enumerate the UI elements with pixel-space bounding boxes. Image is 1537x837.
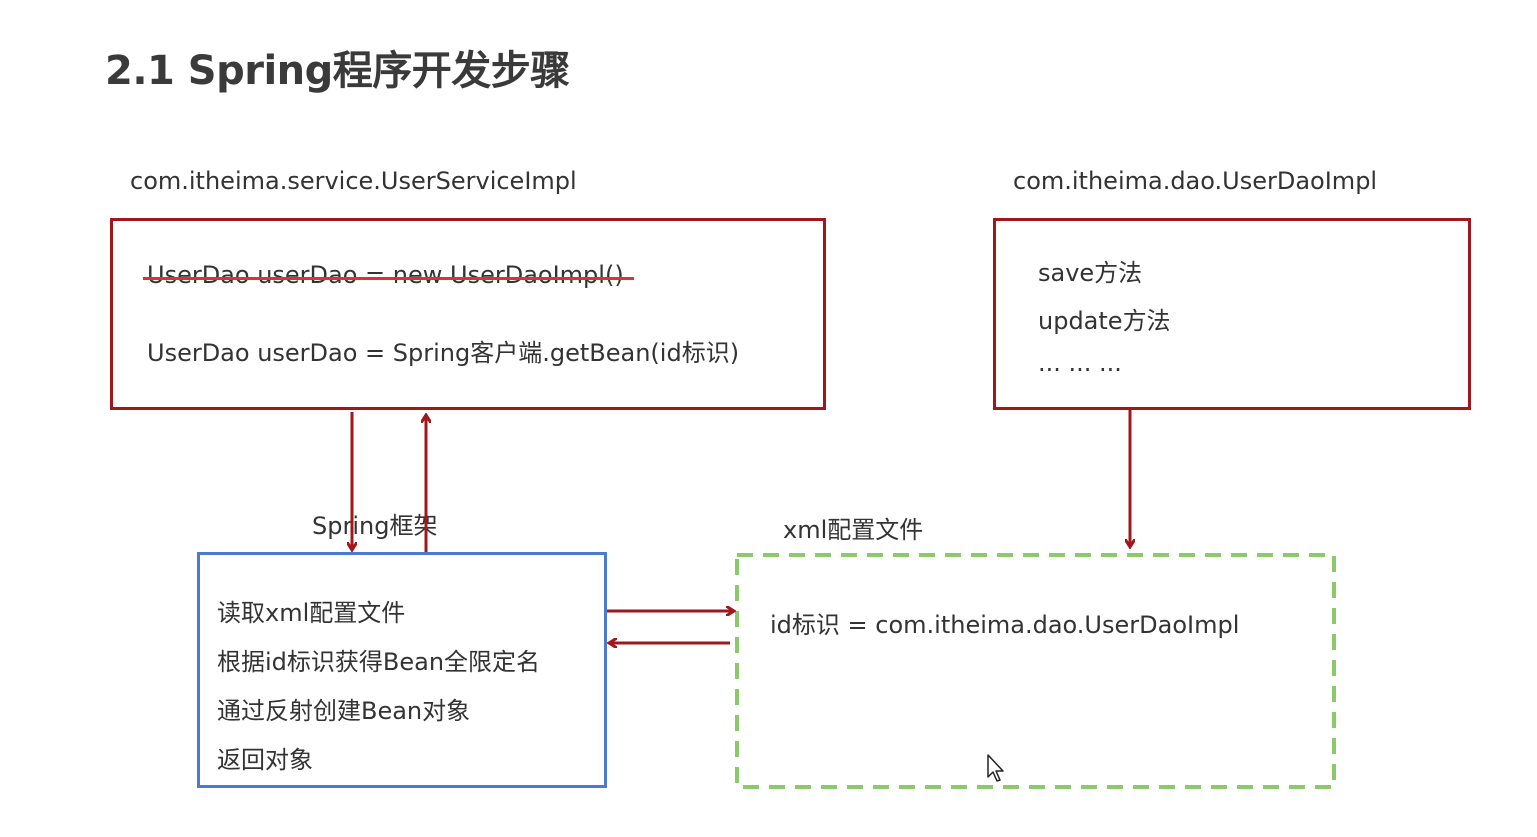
page-title: 2.1 Spring程序开发步骤	[105, 48, 570, 94]
xml-config-content: id标识 = com.itheima.dao.UserDaoImpl	[770, 611, 1240, 639]
spring-step-line: 通过反射创建Bean对象	[217, 697, 471, 725]
xml-config-box	[735, 553, 1336, 789]
xml-config-label: xml配置文件	[783, 516, 924, 544]
dao-class-label: com.itheima.dao.UserDaoImpl	[1013, 167, 1378, 195]
service-class-box: UserDao userDao = new UserDaoImpl() User…	[110, 218, 826, 410]
spring-step-line: 返回对象	[217, 746, 313, 774]
dao-method-line: ... ... ...	[1038, 349, 1122, 377]
spring-framework-label: Spring框架	[312, 512, 438, 540]
new-code-line: UserDao userDao = Spring客户端.getBean(id标识…	[147, 339, 740, 367]
spring-step-line: 读取xml配置文件	[217, 599, 406, 627]
spring-step-line: 根据id标识获得Bean全限定名	[217, 648, 541, 676]
dao-class-box: save方法 update方法 ... ... ...	[993, 218, 1471, 410]
dao-method-line: save方法	[1038, 259, 1143, 287]
service-class-label: com.itheima.service.UserServiceImpl	[130, 167, 577, 195]
strikethrough-text: UserDao userDao = new UserDaoImpl()	[143, 261, 634, 289]
mouse-cursor-icon	[987, 754, 1004, 782]
dao-method-line: update方法	[1038, 307, 1171, 335]
spring-framework-box: 读取xml配置文件 根据id标识获得Bean全限定名 通过反射创建Bean对象 …	[197, 552, 607, 788]
old-code-line: UserDao userDao = new UserDaoImpl()	[143, 261, 634, 289]
